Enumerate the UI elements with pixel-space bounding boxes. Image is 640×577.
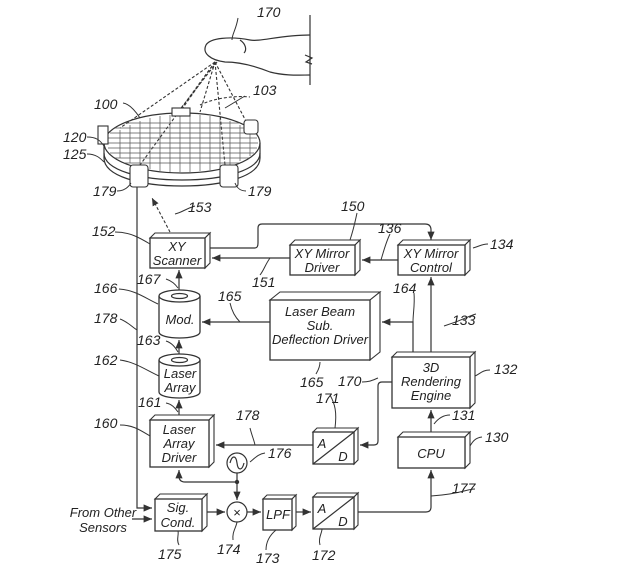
ref-176: 176 [268, 445, 292, 461]
ref-177: 177 [452, 480, 477, 496]
signal-lines [132, 223, 435, 523]
modulator-block: Mod. [158, 289, 201, 339]
mixer-x: × [233, 505, 241, 520]
ref-136: 136 [378, 220, 402, 236]
finger-illustration [204, 15, 314, 85]
ref-133: 133 [452, 312, 476, 328]
ref-152: 152 [92, 223, 116, 239]
xy-scanner-line-1: XY [167, 239, 187, 254]
xy-mirror-control-line-2: Control [410, 260, 453, 275]
ref-171: 171 [316, 390, 339, 406]
xy-mirror-control-line-1: XY Mirror [403, 246, 459, 261]
from-other-sensors-line-2: Sensors [79, 520, 127, 535]
lpf-block: LPF [261, 493, 298, 532]
rendering-engine-line-3: Engine [411, 388, 451, 403]
oscillator-symbol [226, 452, 248, 474]
ref-161: 161 [138, 394, 161, 410]
ref-175: 175 [158, 546, 182, 562]
ad-lower-d: D [338, 514, 347, 529]
ref-163: 163 [137, 332, 161, 348]
display-disc [97, 107, 261, 188]
modulator-label: Mod. [166, 312, 195, 327]
laser-beam-sub-deflection-driver-block: Laser Beam Sub. Deflection Driver [268, 290, 382, 362]
leader-lines [86, 17, 491, 551]
ad-converter-lower: A D [311, 491, 360, 531]
laser-array-driver-line-2: Array [162, 436, 196, 451]
ref-150: 150 [341, 198, 365, 214]
ref-179-left: 179 [93, 183, 117, 199]
ref-134: 134 [490, 236, 514, 252]
ref-130: 130 [485, 429, 509, 445]
ref-165-driver: 165 [300, 374, 324, 390]
ref-178-lower: 178 [236, 407, 260, 423]
ref-179-right: 179 [248, 183, 272, 199]
xy-mirror-driver-block: XY Mirror Driver [288, 238, 362, 277]
ref-100: 100 [94, 96, 118, 112]
ad-upper-d: D [338, 449, 347, 464]
mixer-symbol: × [226, 501, 248, 523]
ref-103: 103 [253, 82, 277, 98]
laser-array-line-2: Array [163, 380, 197, 395]
ref-162: 162 [94, 352, 118, 368]
ad-lower-a: A [317, 501, 327, 516]
ref-170-finger: 170 [257, 4, 281, 20]
ref-131: 131 [452, 407, 475, 423]
rendering-engine-line-2: Rendering [401, 374, 462, 389]
laser-array-line-1: Laser [164, 366, 197, 381]
from-other-sensors-line-1: From Other [70, 505, 137, 520]
deflection-driver-line-1: Laser Beam [285, 304, 355, 319]
ref-164: 164 [393, 280, 417, 296]
cpu-label: CPU [417, 446, 445, 461]
laser-array-driver-block: Laser Array Driver [148, 413, 216, 469]
sig-cond-line-1: Sig. [167, 500, 189, 515]
xy-mirror-driver-line-1: XY Mirror [294, 246, 350, 261]
xy-mirror-driver-line-2: Driver [305, 260, 340, 275]
xy-scanner-line-2: Scanner [153, 253, 202, 268]
reference-numerals: 170 100 103 120 125 179 179 153 152 150 … [63, 4, 518, 566]
ref-167: 167 [137, 271, 162, 287]
ref-165-link: 165 [218, 288, 242, 304]
xy-mirror-control-block: XY Mirror Control [396, 238, 472, 277]
ref-172: 172 [312, 547, 336, 563]
ref-173: 173 [256, 550, 280, 566]
ref-151: 151 [252, 274, 275, 290]
ref-125: 125 [63, 146, 87, 162]
sig-cond-block: Sig. Cond. [153, 492, 209, 533]
ref-120: 120 [63, 129, 87, 145]
ref-174: 174 [217, 541, 241, 557]
from-other-sensors-label: From Other Sensors [70, 505, 137, 535]
lpf-label: LPF [266, 507, 291, 522]
laser-array-driver-line-1: Laser [163, 422, 196, 437]
deflection-driver-line-2: Sub. [307, 318, 334, 333]
ref-166: 166 [94, 280, 118, 296]
rendering-engine-line-1: 3D [423, 360, 440, 375]
laser-array-block: Laser Array [158, 353, 201, 399]
cpu-block: CPU [396, 430, 472, 470]
ad-converter-upper: A D [311, 426, 360, 466]
ref-160: 160 [94, 415, 118, 431]
ad-upper-a: A [317, 436, 327, 451]
ref-153: 153 [188, 199, 212, 215]
ref-132: 132 [494, 361, 518, 377]
3d-rendering-engine-block: 3D Rendering Engine [390, 350, 477, 410]
deflection-driver-line-3: Deflection Driver [272, 332, 369, 347]
laser-array-driver-line-3: Driver [162, 450, 197, 465]
xy-scanner-block: XY Scanner [148, 231, 212, 270]
ref-178-upper: 178 [94, 310, 118, 326]
ref-170-engine: 170 [338, 373, 362, 389]
sig-cond-line-2: Cond. [161, 515, 196, 530]
